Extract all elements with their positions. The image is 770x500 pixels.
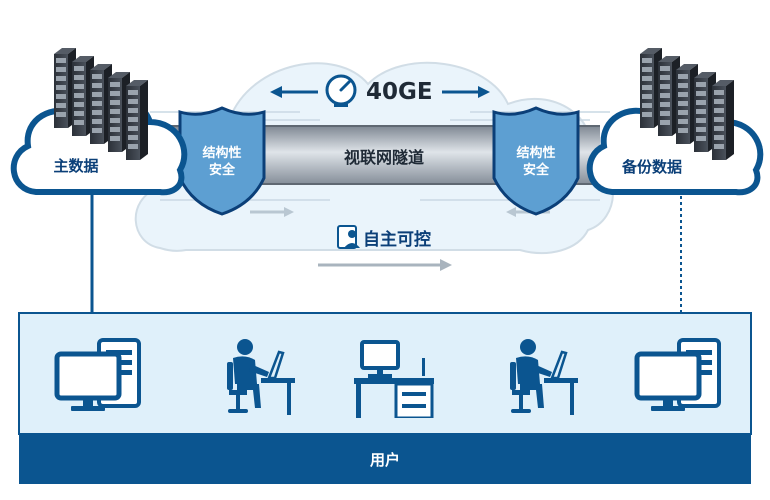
user-control-icon: [337, 225, 360, 249]
control-label: 自主可控: [363, 229, 431, 250]
shield-right-line2: 安全: [523, 162, 550, 178]
main-data-label: 主数据: [53, 157, 98, 175]
speed-indicator: 40GE: [270, 74, 490, 107]
backup-data-label: 备份数据: [621, 158, 682, 176]
shield-right-line1: 结构性: [516, 145, 555, 161]
shield-left-line2: 安全: [209, 162, 236, 178]
control-badge: 自主可控: [337, 225, 431, 250]
users-label: 用户: [370, 451, 400, 469]
flow-arrows: [250, 207, 550, 271]
tunnel-label: 视联网隧道: [344, 148, 424, 167]
shield-left-line1: 结构性: [202, 145, 241, 161]
speed-label: 40GE: [366, 79, 433, 105]
security-shield-right: 结构性 安全: [492, 106, 580, 216]
security-shield-left: 结构性 安全: [178, 106, 266, 216]
speedometer-icon: [325, 74, 357, 107]
